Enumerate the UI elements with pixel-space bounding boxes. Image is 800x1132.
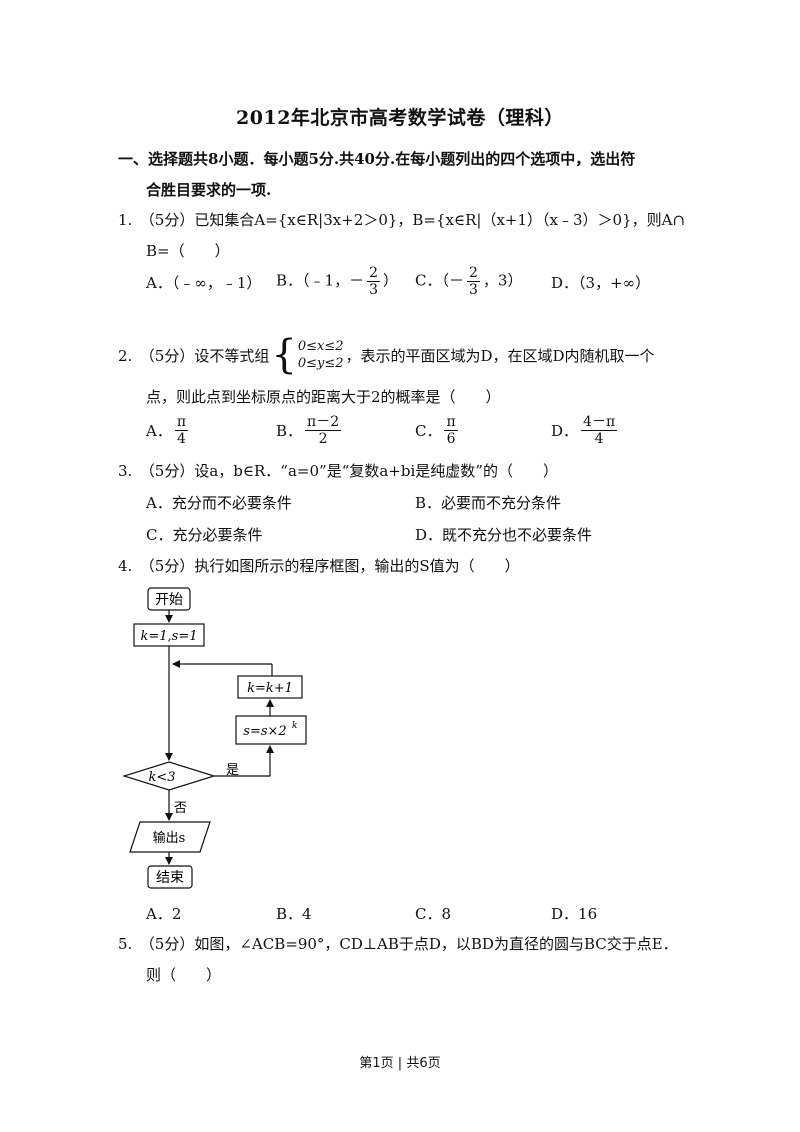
- flow-update-box: [235, 715, 307, 745]
- flow-condition-label: k<3: [148, 770, 175, 785]
- flow-update-label: s=s×2: [243, 724, 286, 739]
- fraction-numerator: 2: [467, 265, 480, 282]
- question-4-stem: 4. （5分）执行如图所示的程序框图，输出的S值为（ ）: [118, 557, 520, 575]
- option-label: A．: [146, 422, 172, 440]
- flow-end-label: 结束: [156, 870, 184, 886]
- question-4-option-d: D．16: [551, 905, 598, 923]
- question-1-stem: 1. （5分）已知集合A={x∈R|3x+2＞0}，B={x∈R|（x+1）（x…: [118, 211, 686, 229]
- left-brace: {: [271, 332, 297, 378]
- page-title: 2012年北京市高考数学试卷（理科）: [236, 107, 564, 129]
- question-2-suffix: ，表示的平面区域为D，在区域D内随机取一个: [345, 346, 655, 365]
- flow-incr-box: [237, 675, 303, 699]
- flow-incr-label: k=k+1: [247, 681, 293, 696]
- inequality-x: 0≤x≤2: [297, 339, 344, 354]
- question-5-stem: 5. （5分）如图，∠ACB=90°，CD⊥AB于点D，以BD为直径的圆与BC交…: [118, 935, 678, 953]
- fraction-denominator: 3: [369, 282, 379, 298]
- question-1-option-a: A．（﹣∞，﹣1）: [146, 274, 262, 292]
- question-4-option-a: A．2: [146, 905, 182, 923]
- fraction-numerator: π: [174, 414, 189, 431]
- inequality-system: { 0≤x≤2 0≤y≤2: [271, 335, 343, 375]
- option-c-suffix: ，3）: [482, 271, 523, 290]
- flow-output-label: 输出s: [153, 830, 186, 846]
- question-3-option-a: A．充分而不必要条件: [146, 494, 292, 512]
- question-5-stem-cont: 则（ ）: [146, 966, 222, 984]
- question-2-prefix: 2. （5分）设不等式组: [118, 346, 270, 365]
- minus-sign: －: [448, 271, 464, 290]
- fraction-denominator: 6: [446, 431, 456, 447]
- option-b-suffix: ）: [383, 271, 399, 290]
- question-2-stem-cont: 点，则此点到坐标原点的距离大于2的概率是（ ）: [146, 388, 501, 406]
- section-heading-line1: 一、选择题共8小题．每小题5分.共40分.在每小题列出的四个选项中，选出符: [118, 150, 636, 168]
- option-b-prefix: B．（﹣1，: [276, 271, 350, 290]
- flow-end-box: [147, 865, 193, 889]
- flow-start-label: 开始: [155, 592, 183, 608]
- flow-update-exponent: k: [292, 721, 297, 731]
- question-2-stem: 2. （5分）设不等式组 { 0≤x≤2 0≤y≤2 ，表示的平面区域为D，在区…: [118, 335, 655, 375]
- flow-init-label: k=1,s=1: [140, 629, 197, 644]
- fraction-numerator: 2: [367, 265, 381, 282]
- question-3-option-c: C．充分必要条件: [146, 526, 263, 544]
- section-heading-line2: 合胜目要求的一项.: [146, 181, 272, 199]
- inequality-y: 0≤y≤2: [297, 356, 344, 371]
- fraction-denominator: 3: [469, 282, 478, 298]
- flow-yes-label: 是: [226, 763, 239, 778]
- question-1-option-d: D．（3，+∞）: [551, 274, 651, 292]
- question-1-stem-cont: B=（ ）: [146, 242, 230, 260]
- page-footer: 第1页 | 共6页: [359, 1056, 441, 1071]
- fraction-denominator: 4: [594, 431, 604, 447]
- flow-no-label: 否: [174, 801, 187, 816]
- fraction-numerator: 4－π: [581, 414, 618, 431]
- flowchart: 开始 k=1,s=1 k=k+1 s=s×2 k k<3 是 否 输出s 结束: [121, 587, 307, 889]
- flow-output-box: [129, 821, 211, 853]
- fraction-numerator: π: [444, 414, 458, 431]
- question-4-option-b: B．4: [276, 905, 312, 923]
- question-4-option-c: C．8: [415, 905, 452, 923]
- fraction-numerator: π－2: [305, 414, 342, 431]
- minus-sign: －: [349, 271, 365, 290]
- question-3-option-b: B．必要而不充分条件: [415, 494, 562, 512]
- option-label: D．: [551, 422, 579, 440]
- option-label: C．: [415, 422, 442, 440]
- question-3-option-d: D．既不充分也不必要条件: [415, 526, 593, 544]
- option-c-prefix: C．（: [415, 271, 449, 290]
- fraction-denominator: 2: [318, 431, 328, 447]
- flow-arrow-yes: [214, 745, 274, 777]
- fraction-denominator: 4: [176, 431, 186, 447]
- question-3-stem: 3. （5分）设a，b∈R．“a=0”是“复数a+bi是纯虚数”的（ ）: [118, 462, 558, 480]
- option-label: B．: [276, 422, 303, 440]
